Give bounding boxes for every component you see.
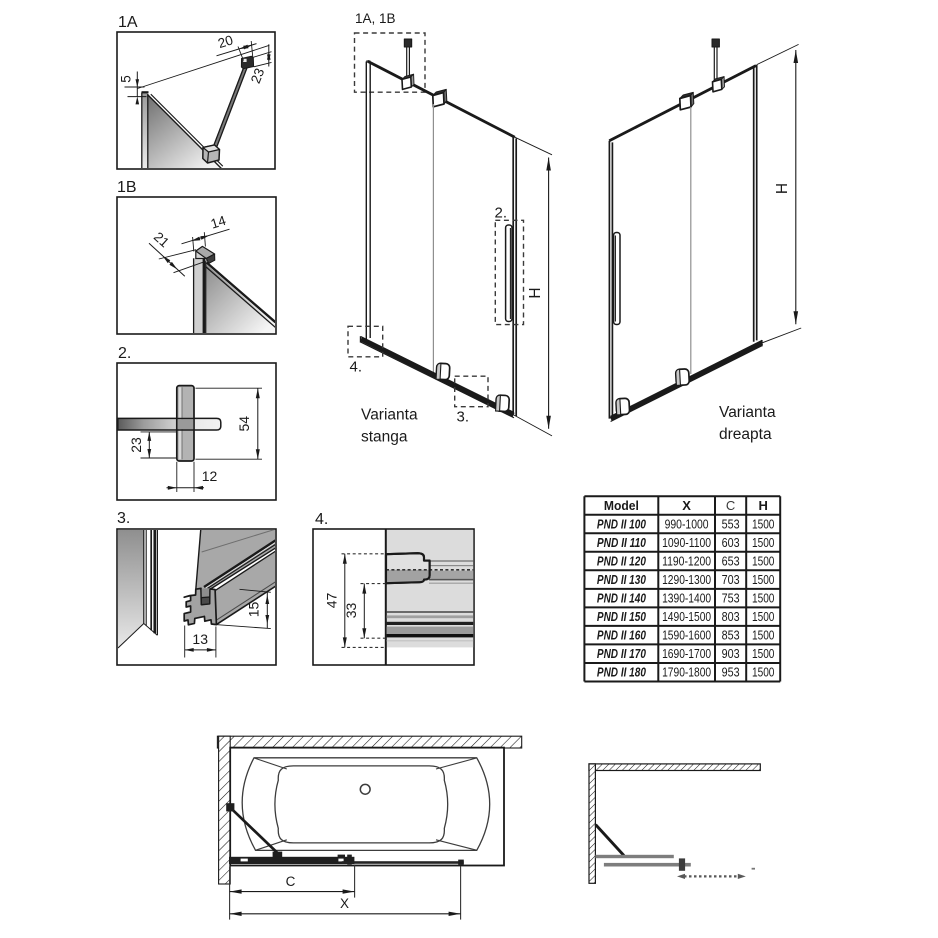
svg-text:Varianta: Varianta xyxy=(719,404,776,421)
svg-text:3.: 3. xyxy=(457,409,470,426)
svg-text:47: 47 xyxy=(324,593,340,609)
svg-text:1500: 1500 xyxy=(752,517,775,531)
svg-text:2.: 2. xyxy=(495,205,508,222)
svg-text:PND II 180: PND II 180 xyxy=(597,666,646,680)
svg-text:PND II 140: PND II 140 xyxy=(597,592,646,606)
svg-text:14: 14 xyxy=(209,213,228,232)
svg-text:PND II 110: PND II 110 xyxy=(597,536,646,550)
svg-text:1500: 1500 xyxy=(752,629,775,643)
svg-text:1A, 1B: 1A, 1B xyxy=(355,11,396,26)
svg-text:dreapta: dreapta xyxy=(719,426,772,443)
svg-text:4.: 4. xyxy=(350,359,363,376)
svg-text:20: 20 xyxy=(216,32,235,51)
svg-text:H: H xyxy=(759,498,768,513)
svg-text:1500: 1500 xyxy=(752,610,775,624)
svg-text:PND II 150: PND II 150 xyxy=(597,610,646,624)
svg-text:stanga: stanga xyxy=(361,429,408,446)
svg-text:553: 553 xyxy=(722,517,740,531)
svg-text:PND II 170: PND II 170 xyxy=(597,647,646,661)
svg-text:H: H xyxy=(774,183,791,194)
svg-text:1500: 1500 xyxy=(752,554,775,568)
svg-text:653: 653 xyxy=(722,554,740,568)
svg-text:4.: 4. xyxy=(315,511,328,528)
svg-text:903: 903 xyxy=(722,647,740,661)
svg-text:PND II 120: PND II 120 xyxy=(597,554,646,568)
svg-text:753: 753 xyxy=(722,592,740,606)
svg-text:1290-1300: 1290-1300 xyxy=(662,573,711,587)
svg-text:23: 23 xyxy=(128,437,144,453)
svg-text:23: 23 xyxy=(248,66,268,86)
svg-text:1500: 1500 xyxy=(752,666,775,680)
svg-text:C: C xyxy=(726,498,735,513)
svg-text:H: H xyxy=(527,287,544,298)
svg-text:1390-1400: 1390-1400 xyxy=(662,592,711,606)
svg-text:1500: 1500 xyxy=(752,573,775,587)
svg-text:1500: 1500 xyxy=(752,647,775,661)
svg-text:1490-1500: 1490-1500 xyxy=(662,610,711,624)
svg-text:603: 603 xyxy=(722,536,740,550)
svg-text:PND II 100: PND II 100 xyxy=(597,517,646,531)
svg-text:Model: Model xyxy=(604,498,639,513)
svg-text:1190-1200: 1190-1200 xyxy=(662,554,711,568)
svg-text:21: 21 xyxy=(151,229,172,250)
svg-text:54: 54 xyxy=(236,416,252,432)
svg-text:1500: 1500 xyxy=(752,592,775,606)
svg-text:15: 15 xyxy=(246,602,262,618)
svg-text:X: X xyxy=(682,498,691,513)
svg-text:1590-1600: 1590-1600 xyxy=(662,629,711,643)
svg-text:1B: 1B xyxy=(117,179,137,196)
svg-text:12: 12 xyxy=(202,468,218,484)
svg-text:5: 5 xyxy=(119,75,134,83)
svg-text:33: 33 xyxy=(343,603,359,619)
svg-text:1090-1100: 1090-1100 xyxy=(662,536,711,550)
svg-text:1790-1800: 1790-1800 xyxy=(662,666,711,680)
svg-text:13: 13 xyxy=(192,631,208,647)
svg-text:PND II 160: PND II 160 xyxy=(597,629,646,643)
svg-text:Varianta: Varianta xyxy=(361,407,418,424)
svg-text:703: 703 xyxy=(722,573,740,587)
svg-text:3.: 3. xyxy=(117,510,130,527)
svg-text:990-1000: 990-1000 xyxy=(665,517,709,531)
svg-text:C: C xyxy=(286,874,296,889)
svg-text:1A: 1A xyxy=(118,14,138,31)
svg-text:1690-1700: 1690-1700 xyxy=(662,647,711,661)
svg-text:803: 803 xyxy=(722,610,740,624)
svg-text:953: 953 xyxy=(722,666,740,680)
svg-text:2.: 2. xyxy=(118,345,131,362)
svg-text:X: X xyxy=(340,896,349,911)
svg-text:PND II 130: PND II 130 xyxy=(597,573,646,587)
svg-text:853: 853 xyxy=(722,629,740,643)
svg-text:1500: 1500 xyxy=(752,536,775,550)
